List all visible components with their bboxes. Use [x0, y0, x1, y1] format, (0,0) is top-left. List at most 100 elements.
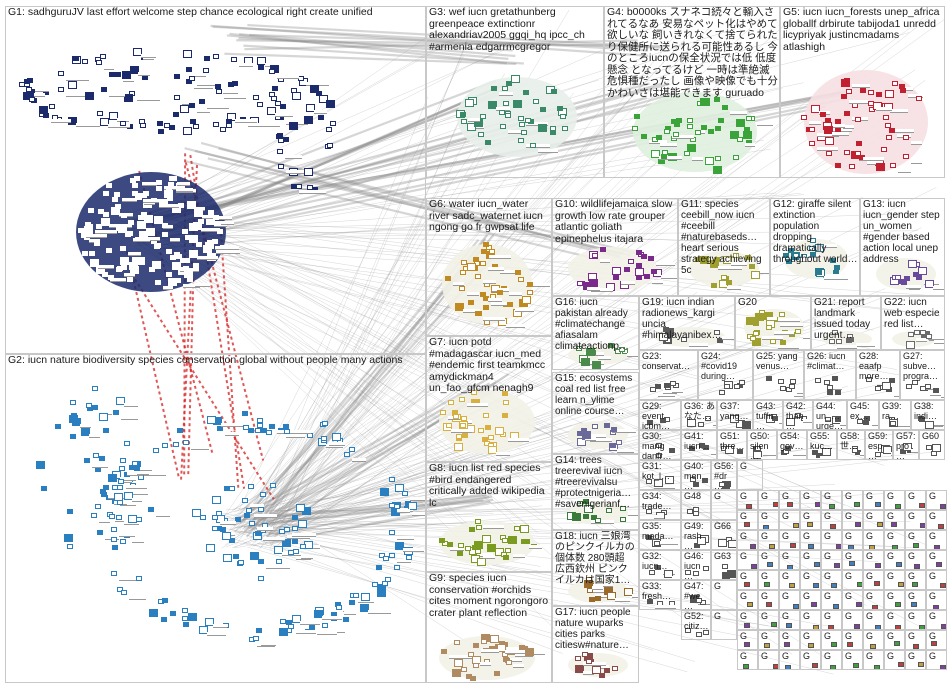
group-tiny[interactable]: G: [884, 490, 905, 510]
network-node[interactable]: [349, 600, 355, 605]
group-g23[interactable]: G23: conservat…: [639, 350, 698, 400]
network-node[interactable]: [926, 334, 932, 339]
network-node[interactable]: [85, 92, 94, 100]
network-node[interactable]: [127, 277, 133, 282]
group-tiny[interactable]: G: [800, 570, 821, 590]
network-node[interactable]: [132, 257, 138, 262]
network-node[interactable]: [875, 452, 881, 457]
network-node[interactable]: [562, 126, 568, 131]
network-node[interactable]: [589, 279, 598, 287]
network-node[interactable]: [476, 525, 482, 530]
network-node[interactable]: [841, 94, 847, 99]
group-tiny[interactable]: G: [842, 550, 863, 570]
network-node[interactable]: [128, 515, 137, 523]
group-g50[interactable]: G50: silen…: [747, 430, 777, 460]
network-node[interactable]: [700, 98, 709, 106]
group-tiny[interactable]: G: [779, 530, 800, 550]
group-g27[interactable]: G27: subve… progra…: [900, 350, 945, 400]
network-node[interactable]: [119, 466, 125, 471]
network-node[interactable]: [812, 450, 818, 455]
network-node[interactable]: [753, 331, 759, 336]
network-node[interactable]: [515, 270, 521, 275]
group-tiny[interactable]: G: [800, 630, 821, 650]
network-node[interactable]: [770, 339, 776, 344]
network-node[interactable]: [913, 272, 919, 277]
network-node[interactable]: [491, 86, 497, 91]
network-node[interactable]: [503, 101, 509, 106]
network-node[interactable]: [226, 119, 232, 124]
network-node[interactable]: [886, 135, 892, 140]
network-node[interactable]: [244, 513, 250, 518]
group-g6[interactable]: G6: water iucn_water river sadc_waternet…: [426, 198, 552, 336]
network-node[interactable]: [698, 422, 704, 427]
network-node[interactable]: [920, 386, 926, 391]
network-node[interactable]: [581, 358, 590, 366]
network-node[interactable]: [103, 212, 109, 217]
network-node[interactable]: [67, 544, 73, 549]
network-node[interactable]: [175, 278, 181, 283]
network-node[interactable]: [824, 380, 830, 385]
network-node[interactable]: [120, 257, 129, 265]
group-g31[interactable]: G31: kot_l…: [639, 460, 681, 490]
network-node[interactable]: [783, 253, 789, 258]
network-node[interactable]: [318, 115, 324, 120]
network-node[interactable]: [747, 602, 753, 607]
network-node[interactable]: [841, 79, 850, 87]
network-node[interactable]: [918, 416, 924, 421]
network-node[interactable]: [895, 602, 901, 607]
network-node[interactable]: [875, 502, 881, 507]
group-tiny[interactable]: G: [926, 650, 947, 670]
network-node[interactable]: [91, 513, 97, 518]
network-node[interactable]: [280, 619, 286, 624]
network-node[interactable]: [269, 69, 275, 74]
network-node[interactable]: [182, 229, 188, 234]
network-node[interactable]: [815, 502, 821, 507]
network-node[interactable]: [938, 524, 944, 529]
network-node[interactable]: [855, 151, 861, 156]
network-node[interactable]: [906, 341, 915, 349]
network-node[interactable]: [101, 87, 107, 92]
network-node[interactable]: [480, 261, 486, 266]
group-g41[interactable]: G41: iucn…: [681, 430, 717, 460]
network-node[interactable]: [836, 544, 842, 549]
network-node[interactable]: [95, 504, 101, 509]
network-node[interactable]: [898, 582, 904, 587]
network-node[interactable]: [298, 520, 307, 528]
network-node[interactable]: [260, 492, 266, 497]
group-g12[interactable]: G12: giraffe silent extinction populatio…: [770, 198, 860, 296]
network-node[interactable]: [718, 118, 724, 123]
network-node[interactable]: [310, 85, 319, 93]
network-node[interactable]: [722, 105, 728, 110]
network-node[interactable]: [586, 659, 592, 664]
network-node[interactable]: [786, 418, 795, 426]
network-node[interactable]: [877, 166, 883, 171]
network-node[interactable]: [926, 445, 932, 450]
network-node[interactable]: [82, 59, 88, 64]
network-node[interactable]: [108, 474, 117, 482]
network-node[interactable]: [256, 628, 262, 633]
network-node[interactable]: [755, 313, 764, 321]
network-node[interactable]: [854, 624, 860, 629]
network-node[interactable]: [889, 128, 895, 133]
group-tiny[interactable]: G: [821, 650, 842, 670]
network-node[interactable]: [276, 559, 282, 564]
network-node[interactable]: [117, 485, 123, 490]
network-node[interactable]: [326, 127, 332, 132]
network-node[interactable]: [522, 296, 531, 304]
network-node[interactable]: [220, 127, 226, 132]
network-node[interactable]: [253, 636, 259, 641]
network-node[interactable]: [270, 483, 276, 488]
network-node[interactable]: [778, 379, 784, 384]
network-node[interactable]: [855, 117, 861, 122]
group-g33[interactable]: G33: fresh…: [639, 580, 681, 610]
network-node[interactable]: [292, 92, 301, 100]
group-tiny[interactable]: G: [821, 590, 842, 610]
group-g22[interactable]: G22: iucn web especie red list…: [881, 296, 945, 350]
group-tiny[interactable]: G: [779, 610, 800, 630]
group-tiny[interactable]: G: [779, 650, 800, 670]
network-node[interactable]: [183, 50, 192, 58]
network-node[interactable]: [309, 625, 315, 630]
network-node[interactable]: [278, 164, 284, 169]
network-node[interactable]: [612, 267, 621, 275]
group-tiny[interactable]: G: [926, 550, 947, 570]
